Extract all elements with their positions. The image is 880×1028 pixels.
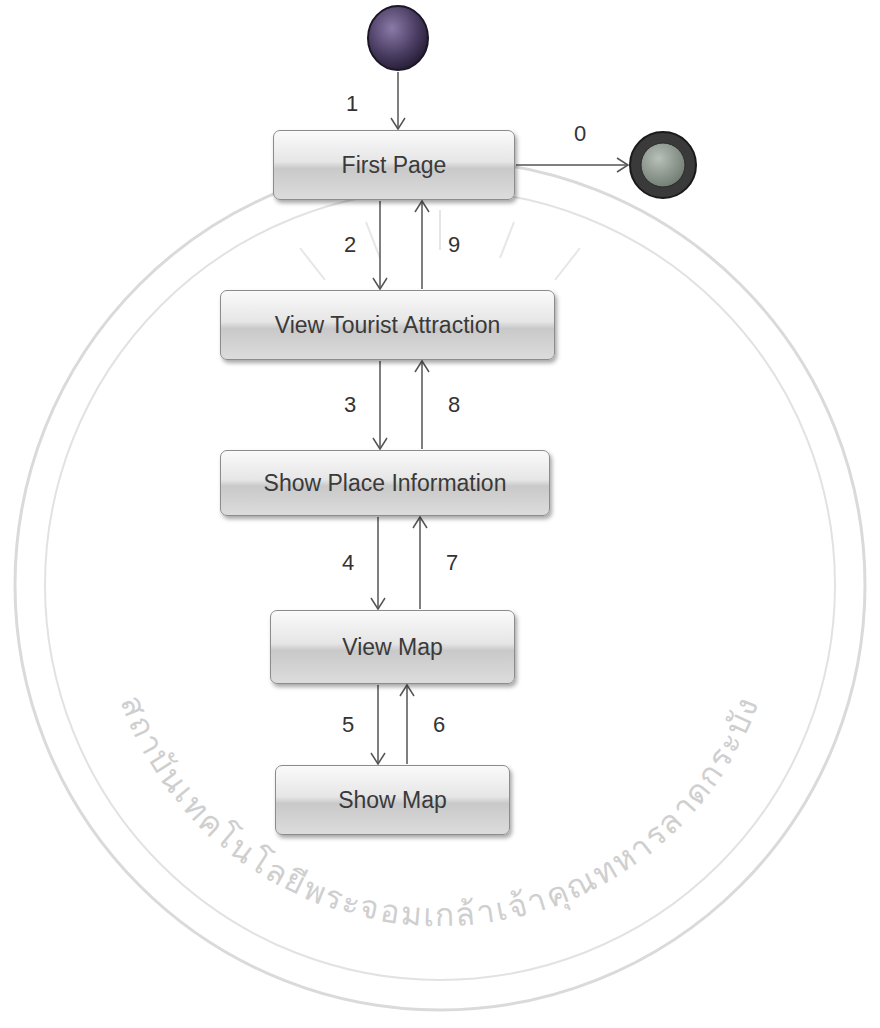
transition-arrow bbox=[413, 517, 427, 609]
transition-arrow bbox=[371, 685, 385, 764]
watermark-text: สถาบันเทคโนโลยีพระจอมเกล้าเจ้าคุณทหารลาด… bbox=[112, 690, 767, 934]
svg-text:สถาบันเทคโนโลยีพระจอมเกล้าเจ้า: สถาบันเทคโนโลยีพระจอมเกล้าเจ้าคุณทหารลาด… bbox=[112, 690, 767, 934]
state-name: View Map bbox=[342, 634, 443, 661]
transition-arrow bbox=[373, 361, 387, 449]
transition-arrow bbox=[400, 685, 414, 764]
end-arrow bbox=[516, 164, 628, 166]
transition-number: 8 bbox=[446, 393, 462, 417]
transition-number: 2 bbox=[342, 233, 358, 257]
state-box: Show Place Information bbox=[220, 450, 550, 516]
transition-arrow bbox=[371, 517, 385, 609]
final-node-core bbox=[641, 143, 685, 187]
state-box: View Map bbox=[270, 610, 515, 684]
seal-ring bbox=[45, 190, 835, 980]
start-arrow bbox=[397, 72, 399, 129]
end-arrowhead bbox=[617, 158, 628, 172]
state-box: First Page bbox=[273, 130, 515, 200]
transition-number: 4 bbox=[340, 551, 356, 575]
seal-ring bbox=[15, 160, 865, 1010]
start-arrowhead bbox=[391, 118, 405, 129]
transition-arrow bbox=[415, 361, 429, 449]
state-name: Show Map bbox=[338, 787, 447, 814]
seal-rays bbox=[300, 210, 580, 280]
state-box: View Tourist Attraction bbox=[220, 290, 555, 360]
initial-node bbox=[368, 6, 428, 70]
transition-number: 6 bbox=[431, 713, 447, 737]
transition-number: 7 bbox=[444, 551, 460, 575]
transition-arrow bbox=[415, 201, 429, 289]
state-name: First Page bbox=[342, 152, 447, 179]
state-box: Show Map bbox=[275, 765, 510, 835]
final-node bbox=[630, 132, 696, 198]
transition-arrow bbox=[373, 201, 387, 289]
state-name: View Tourist Attraction bbox=[275, 312, 500, 339]
transition-number: 5 bbox=[340, 713, 356, 737]
transition-number: 3 bbox=[342, 393, 358, 417]
state-name: Show Place Information bbox=[264, 470, 507, 497]
transition-number: 0 bbox=[572, 122, 588, 146]
transition-number: 1 bbox=[344, 92, 360, 116]
transition-number: 9 bbox=[446, 233, 462, 257]
